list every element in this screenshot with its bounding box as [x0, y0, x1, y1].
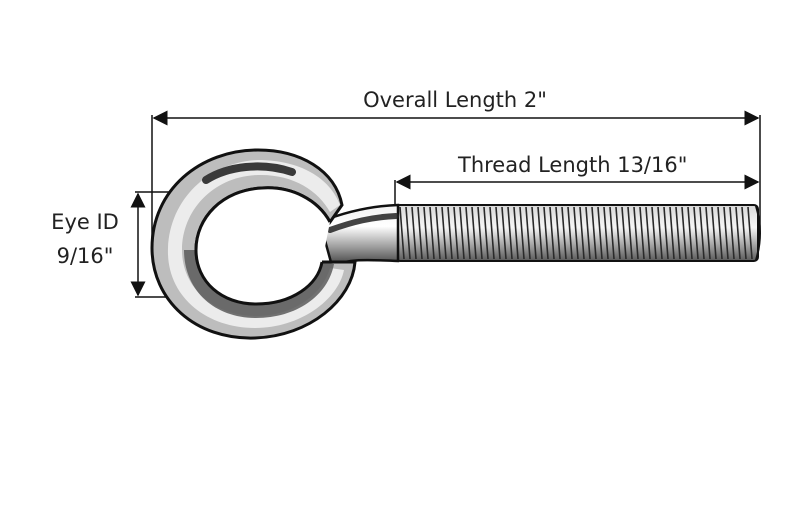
eye-hole — [194, 186, 332, 306]
thread-ridge — [597, 206, 603, 260]
thread-ridge — [723, 206, 729, 260]
thread-ridge — [405, 206, 411, 260]
thread-ridge — [399, 206, 405, 260]
thread-ridge — [543, 206, 549, 260]
thread-ridge — [657, 206, 663, 260]
thread-ridge — [549, 206, 555, 260]
thread-ridge — [525, 206, 531, 260]
thread-ridge — [447, 206, 453, 260]
thread-ridge — [669, 206, 675, 260]
thread-ridge — [441, 206, 447, 260]
thread-ridge — [585, 206, 591, 260]
thread-ridge — [489, 206, 495, 260]
thread-ridge — [573, 206, 579, 260]
thread-ridge — [729, 206, 735, 260]
thread-ridge — [627, 206, 633, 260]
thread-ridge — [747, 206, 753, 260]
thread-ridge — [675, 206, 681, 260]
thread-ridge — [513, 206, 519, 260]
thread-ridge — [615, 206, 621, 260]
thread-ridge — [537, 206, 543, 260]
thread-ridge — [477, 206, 483, 260]
thread-ridge — [459, 206, 465, 260]
thread-ridge — [633, 206, 639, 260]
thread-ridge — [681, 206, 687, 260]
thread-ridge — [471, 206, 477, 260]
thread-ridge — [687, 206, 693, 260]
eye-id-value: 9/16" — [56, 244, 114, 268]
thread-ridge — [567, 206, 573, 260]
thread-ridges — [399, 206, 753, 260]
thread-ridge — [735, 206, 741, 260]
thread-ridge — [651, 206, 657, 260]
thread-ridge — [423, 206, 429, 260]
thread-ridge — [411, 206, 417, 260]
thread-ridge — [621, 206, 627, 260]
thread-ridge — [603, 206, 609, 260]
eye-id-label: Eye ID — [51, 210, 119, 234]
thread-ridge — [741, 206, 747, 260]
thread-length-label: Thread Length 13/16" — [458, 153, 688, 177]
thread-ridge — [429, 206, 435, 260]
overall-length-label: Overall Length 2" — [363, 88, 547, 112]
thread-ridge — [495, 206, 501, 260]
thread-ridge — [705, 206, 711, 260]
thread-ridge — [699, 206, 705, 260]
overall-length-dimension — [151, 110, 761, 245]
thread-ridge — [693, 206, 699, 260]
thread-ridge — [561, 206, 567, 260]
thread-ridge — [717, 206, 723, 260]
thread-ridge — [663, 206, 669, 260]
thread-ridge — [507, 206, 513, 260]
bolt-neck — [318, 203, 400, 268]
thread-ridge — [531, 206, 537, 260]
thread-ridge — [465, 206, 471, 260]
thread-ridge — [579, 206, 585, 260]
threaded-shank — [395, 204, 761, 262]
thread-ridge — [645, 206, 651, 260]
thread-ridge — [435, 206, 441, 260]
thread-ridge — [417, 206, 423, 260]
thread-ridge — [609, 206, 615, 260]
thread-ridge — [591, 206, 597, 260]
thread-ridge — [555, 206, 561, 260]
thread-tip — [755, 205, 761, 261]
bolt-eye — [150, 148, 357, 340]
thread-ridge — [519, 206, 525, 260]
thread-ridge — [483, 206, 489, 260]
thread-ridge — [453, 206, 459, 260]
thread-ridge — [711, 206, 717, 260]
thread-ridge — [639, 206, 645, 260]
thread-ridge — [501, 206, 507, 260]
